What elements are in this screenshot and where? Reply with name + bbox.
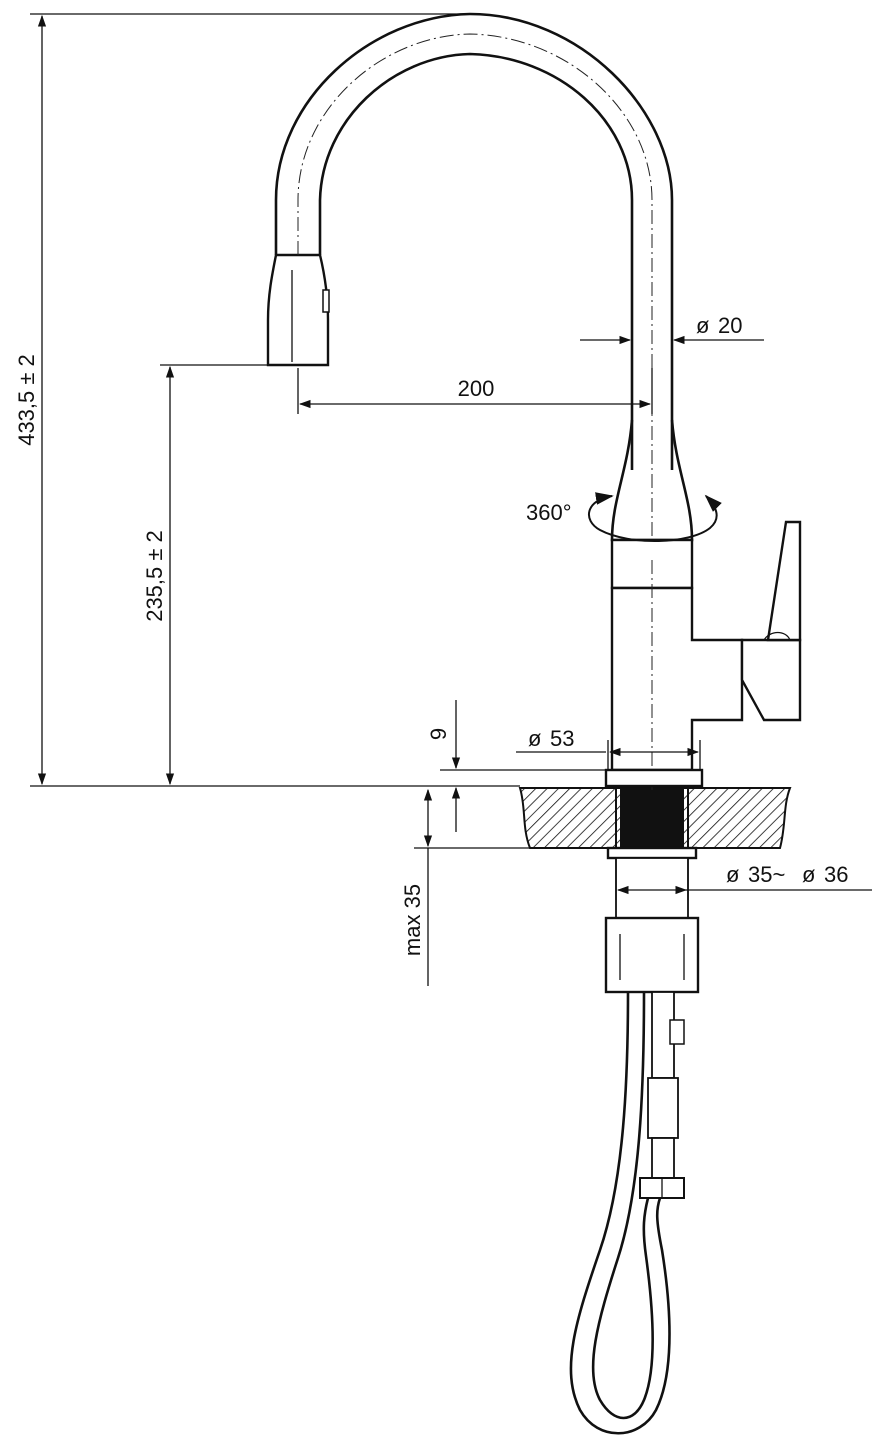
base-diameter-label: 53 [550,726,574,751]
hole-diameter-max-label: 36 [824,862,848,887]
spout-height-label: 235,5 ± 2 [142,530,167,622]
mounting-hardware [604,846,700,1199]
max-countertop-label: max 35 [400,884,425,956]
spout [266,12,694,560]
total-height-label: 433,5 ± 2 [14,354,39,446]
dimension-lines [30,13,872,986]
rotation-label: 360° [526,500,572,525]
hose-loop [569,991,671,1435]
reach-label: 200 [458,376,495,401]
hole-diameter-symbol-2: ø [802,862,815,887]
dimension-labels: 433,5 ± 2 235,5 ± 2 200 ø 20 ø 53 9 360°… [14,313,848,956]
faucet-body [604,520,802,790]
base-thickness-label: 9 [426,728,451,740]
spout-diameter-symbol: ø [696,313,709,338]
hole-diameter-label: 35~ [748,862,785,887]
spout-diameter-label: 20 [718,313,742,338]
countertop [518,787,792,849]
base-diameter-symbol: ø [528,726,541,751]
hole-diameter-symbol-1: ø [726,862,739,887]
